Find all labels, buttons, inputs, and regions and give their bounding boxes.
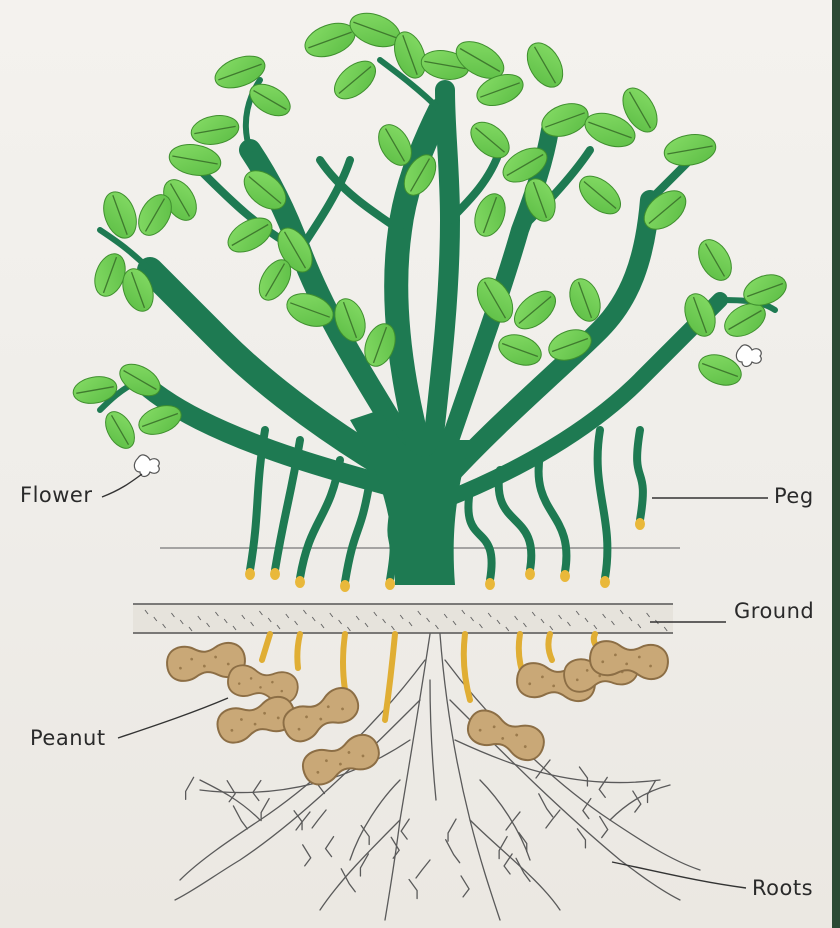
root <box>470 820 560 910</box>
leaf <box>508 284 563 336</box>
peg <box>539 455 567 572</box>
leaf <box>495 329 546 370</box>
roots-callout <box>612 862 746 888</box>
flower-label: Flower <box>20 483 93 507</box>
ground-label: Ground <box>734 599 814 623</box>
root-hair <box>326 837 334 857</box>
peg-tip <box>485 578 495 590</box>
peg-tip <box>385 578 395 590</box>
root-hair <box>186 777 194 799</box>
root <box>350 780 400 860</box>
peg-tip <box>270 568 280 580</box>
peg-tip <box>600 576 610 588</box>
leaf <box>464 115 516 165</box>
leaf <box>662 131 718 170</box>
leaf <box>692 234 738 286</box>
root-hair <box>546 810 560 828</box>
flower-left <box>134 455 159 477</box>
leaf <box>167 141 223 180</box>
underground-peg <box>343 634 345 690</box>
peg-tip <box>245 568 255 580</box>
root-hair <box>577 829 585 848</box>
root-hair <box>303 845 311 866</box>
root <box>440 634 500 920</box>
underground-peg <box>464 634 470 700</box>
root <box>480 780 530 860</box>
peanut <box>298 730 383 789</box>
leaf <box>520 37 570 94</box>
root-hair <box>446 840 460 863</box>
root-hair <box>361 826 369 845</box>
leaf <box>328 54 383 106</box>
root-hair <box>391 837 399 858</box>
root-hair <box>296 812 310 830</box>
root <box>455 740 660 783</box>
root-hair <box>633 791 641 812</box>
peg-tip <box>295 576 305 588</box>
flower-right <box>736 345 761 367</box>
peg-label: Peg <box>774 484 814 508</box>
peg <box>468 490 491 580</box>
root-hair <box>600 817 608 838</box>
root-hair <box>599 777 607 797</box>
peg-tip <box>560 570 570 582</box>
root-hair <box>499 837 507 859</box>
peg-tip <box>340 580 350 592</box>
root-hair <box>409 880 417 899</box>
peanut <box>226 663 300 705</box>
peg <box>637 430 643 520</box>
root-hair <box>461 876 469 897</box>
root-hair <box>448 819 456 841</box>
underground-peg <box>385 634 395 720</box>
leaf <box>100 407 141 454</box>
leaf <box>573 169 628 221</box>
root <box>430 680 436 800</box>
root-hair <box>579 767 587 786</box>
peanut-label: Peanut <box>30 726 106 750</box>
peanut-callout <box>118 698 228 738</box>
root <box>320 820 400 910</box>
root-hair <box>233 806 247 829</box>
root-hair <box>312 810 326 828</box>
root-hair <box>360 854 368 876</box>
stem-branch <box>300 160 350 250</box>
leaf <box>189 112 241 148</box>
underground-peg <box>262 634 270 660</box>
root-hair <box>401 819 409 839</box>
root-hair <box>539 794 553 817</box>
peg-tip <box>525 568 535 580</box>
peg <box>598 430 608 578</box>
underground-peg <box>297 634 300 668</box>
root-hair <box>416 860 430 878</box>
peg <box>499 470 532 570</box>
peg <box>300 460 340 578</box>
underground-peg <box>548 634 552 660</box>
peg <box>345 480 370 582</box>
root-hair <box>253 781 261 801</box>
flower-callout <box>102 474 142 497</box>
peg-tip <box>635 518 645 530</box>
leaf <box>244 78 295 123</box>
roots-label: Roots <box>752 876 813 900</box>
